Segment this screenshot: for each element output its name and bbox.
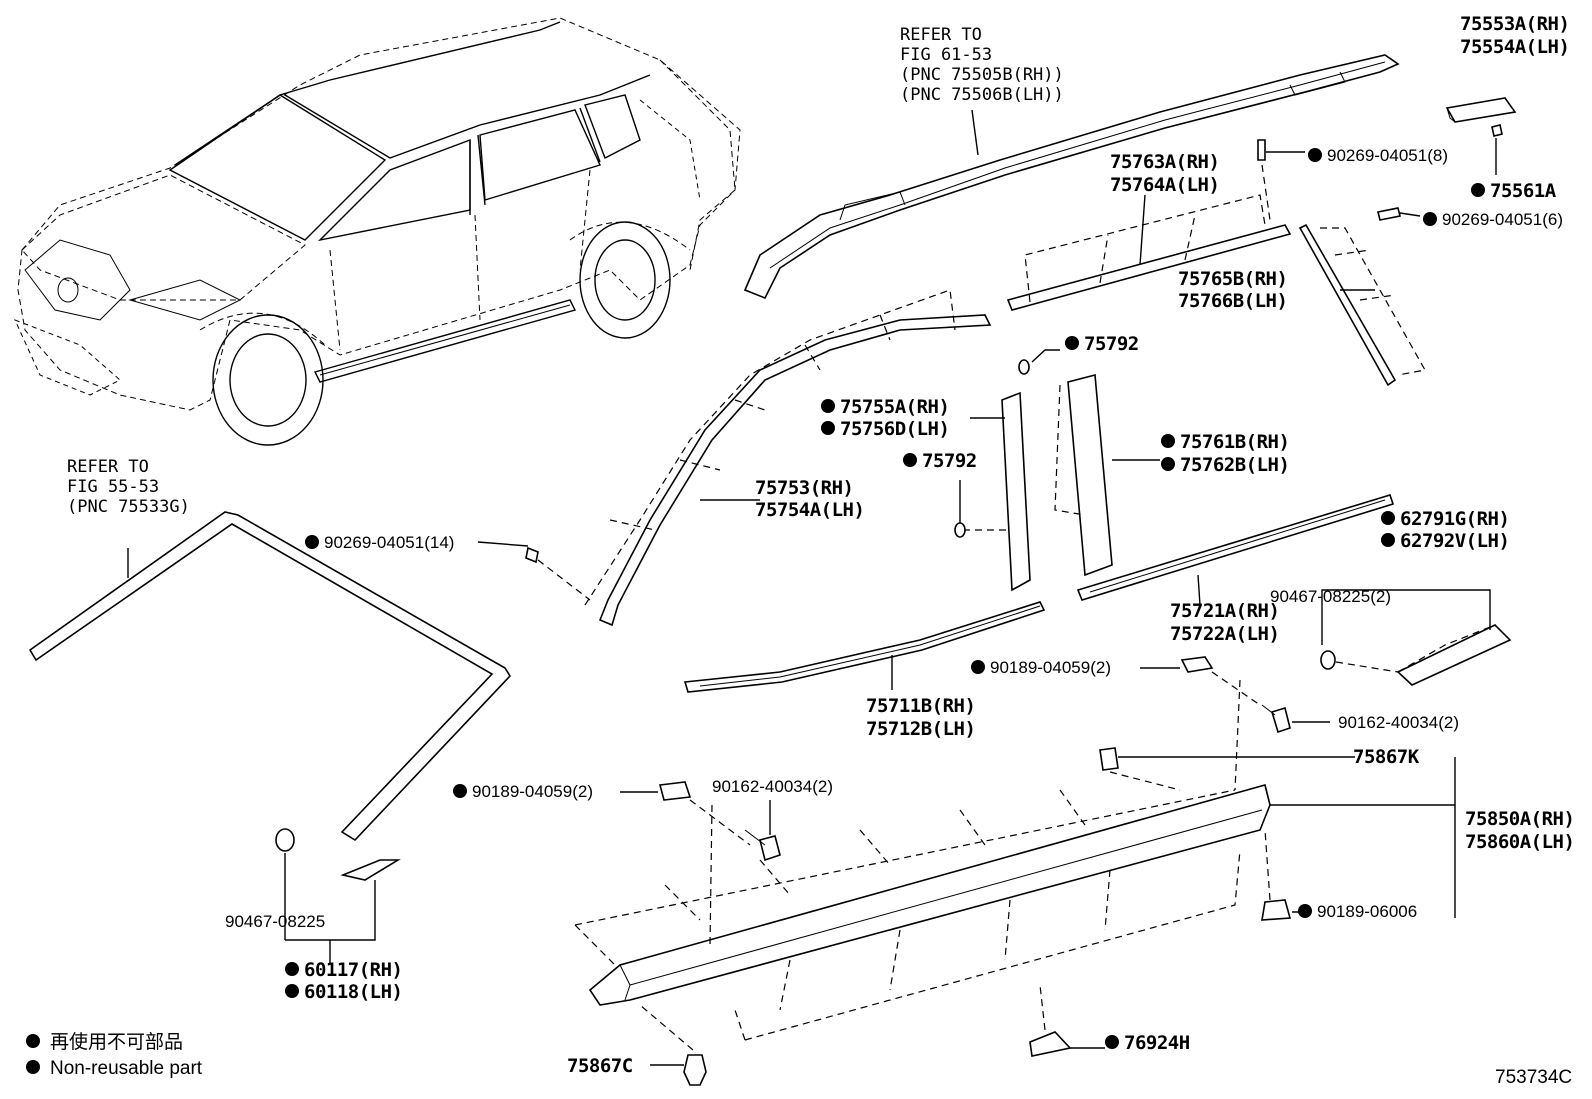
legend-english: Non-reusable part bbox=[50, 1058, 203, 1079]
nonreusable-marker bbox=[1105, 1035, 1119, 1049]
part-75711-lh: 75712B(LH) bbox=[866, 718, 975, 740]
nonreusable-marker bbox=[305, 535, 319, 549]
part-90162-left: 90162-40034(2) bbox=[712, 777, 833, 796]
part-75721-rh: 75721A(RH) bbox=[1170, 600, 1279, 622]
part-75763-rh: 75763A(RH) bbox=[1110, 151, 1219, 173]
part-75761-lh: 75762B(LH) bbox=[1180, 454, 1289, 476]
nonreusable-marker bbox=[453, 784, 467, 798]
vehicle-illustration bbox=[14, 17, 741, 446]
part-75867k: 75867K bbox=[1353, 746, 1420, 768]
part-62791-lh: 62792V(LH) bbox=[1400, 530, 1509, 552]
part-62791-rh: 62791G(RH) bbox=[1400, 508, 1509, 530]
part-75850-rh: 75850A(RH) bbox=[1465, 808, 1574, 830]
roof-ref-line1: REFER TO bbox=[900, 25, 982, 45]
part-75792-a: 75792 bbox=[1084, 333, 1139, 355]
part-90189-06006: 90189-06006 bbox=[1317, 902, 1417, 921]
roof-rail bbox=[743, 54, 1400, 300]
part-90189-right: 90189-04059(2) bbox=[990, 658, 1111, 677]
roof-ref-line4: (PNC 75506B(LH)) bbox=[900, 85, 1064, 105]
part-90162-right: 90162-40034(2) bbox=[1338, 713, 1459, 732]
nonreusable-marker bbox=[821, 399, 835, 413]
part-75753-lh: 75754A(LH) bbox=[755, 499, 864, 521]
front-pillar-moulding bbox=[584, 289, 992, 627]
part-75753-rh: 75753(RH) bbox=[755, 477, 853, 499]
part-60117-rh: 60117(RH) bbox=[304, 959, 402, 981]
part-90189-left: 90189-04059(2) bbox=[472, 782, 593, 801]
part-75711-rh: 75711B(RH) bbox=[866, 695, 975, 717]
windshield-moulding bbox=[28, 511, 512, 842]
clip-90269-14 bbox=[477, 541, 591, 601]
nonreusable-marker bbox=[1161, 457, 1175, 471]
roof-end-cap bbox=[1445, 97, 1517, 175]
garnish-60117 bbox=[275, 828, 401, 965]
nonreusable-marker bbox=[285, 984, 299, 998]
clip-75867k bbox=[1099, 747, 1355, 791]
part-90467-2: 90467-08225(2) bbox=[1270, 587, 1391, 606]
roof-ref-line3: (PNC 75505B(RH)) bbox=[900, 65, 1064, 85]
nonreusable-marker bbox=[1298, 904, 1312, 918]
labels: REFER TO FIG 61-53 (PNC 75505B(RH)) (PNC… bbox=[26, 13, 1575, 1088]
part-75765-rh: 75765B(RH) bbox=[1178, 268, 1287, 290]
rear-pillar-moulding bbox=[1298, 223, 1426, 387]
part-90269-14: 90269-04051(14) bbox=[324, 533, 454, 552]
rocker-moulding bbox=[574, 757, 1456, 1041]
part-75850-lh: 75860A(LH) bbox=[1465, 831, 1574, 853]
nonreusable-marker bbox=[285, 962, 299, 976]
legend-marker bbox=[26, 1060, 40, 1074]
part-60117-lh: 60118(LH) bbox=[304, 981, 402, 1003]
roof-ref-line2: FIG 61-53 bbox=[900, 45, 992, 65]
part-76924h: 76924H bbox=[1124, 1032, 1190, 1054]
pillar-garnish-75761 bbox=[1054, 373, 1160, 577]
belt-moulding-front bbox=[683, 601, 1046, 693]
nonreusable-marker bbox=[1161, 434, 1175, 448]
part-75561: 75561A bbox=[1490, 180, 1557, 202]
windshield-ref-line3: (PNC 75533G) bbox=[67, 497, 190, 517]
part-90269-8: 90269-04051(8) bbox=[1327, 146, 1448, 165]
clip-75867c bbox=[639, 1004, 707, 1086]
nonreusable-marker bbox=[1423, 212, 1437, 226]
part-75867c: 75867C bbox=[567, 1055, 633, 1077]
windshield-ref-line1: REFER TO bbox=[67, 457, 149, 477]
part-75765-lh: 75766B(LH) bbox=[1178, 290, 1287, 312]
clip-90189-right bbox=[1140, 656, 1261, 791]
clip-90189-left bbox=[620, 781, 751, 946]
garnish-62791 bbox=[1320, 589, 1512, 686]
nonreusable-marker bbox=[903, 453, 917, 467]
part-75761-rh: 75761B(RH) bbox=[1180, 431, 1289, 453]
nonreusable-marker bbox=[1471, 183, 1485, 197]
figure-code: 753734C bbox=[1495, 1067, 1572, 1088]
screw-90162-right bbox=[1261, 704, 1330, 734]
part-75721-lh: 75722A(LH) bbox=[1170, 623, 1279, 645]
nonreusable-marker bbox=[1065, 336, 1079, 350]
nonreusable-marker bbox=[1381, 533, 1395, 547]
part-75755-rh: 75755A(RH) bbox=[840, 396, 949, 418]
nonreusable-marker bbox=[1308, 148, 1322, 162]
clip-75792 bbox=[954, 349, 1060, 538]
nonreusable-marker bbox=[971, 660, 985, 674]
clip-76924h bbox=[1029, 984, 1105, 1057]
part-90467: 90467-08225 bbox=[225, 912, 325, 931]
clip-90269-8 bbox=[1257, 139, 1305, 221]
screw-90162-left bbox=[744, 800, 781, 862]
part-75792-b: 75792 bbox=[922, 450, 977, 472]
nonreusable-marker bbox=[1381, 511, 1395, 525]
legend-japanese: 再使用不可部品 bbox=[50, 1031, 183, 1053]
belt-moulding-rear bbox=[1076, 494, 1395, 606]
part-90269-6: 90269-04051(6) bbox=[1442, 210, 1563, 229]
clip-90269-6 bbox=[1377, 207, 1421, 221]
upper-frame-moulding bbox=[1006, 194, 1292, 311]
legend-marker bbox=[26, 1034, 40, 1048]
part-75763-lh: 75764A(LH) bbox=[1110, 174, 1219, 196]
part-75553-lh: 75554A(LH) bbox=[1460, 36, 1569, 58]
pillar-garnish-75755 bbox=[963, 391, 1031, 592]
part-75553-rh: 75553A(RH) bbox=[1460, 13, 1569, 35]
part-75755-lh: 75756D(LH) bbox=[840, 418, 949, 440]
windshield-ref-line2: FIG 55-53 bbox=[67, 477, 159, 497]
nonreusable-marker bbox=[821, 421, 835, 435]
